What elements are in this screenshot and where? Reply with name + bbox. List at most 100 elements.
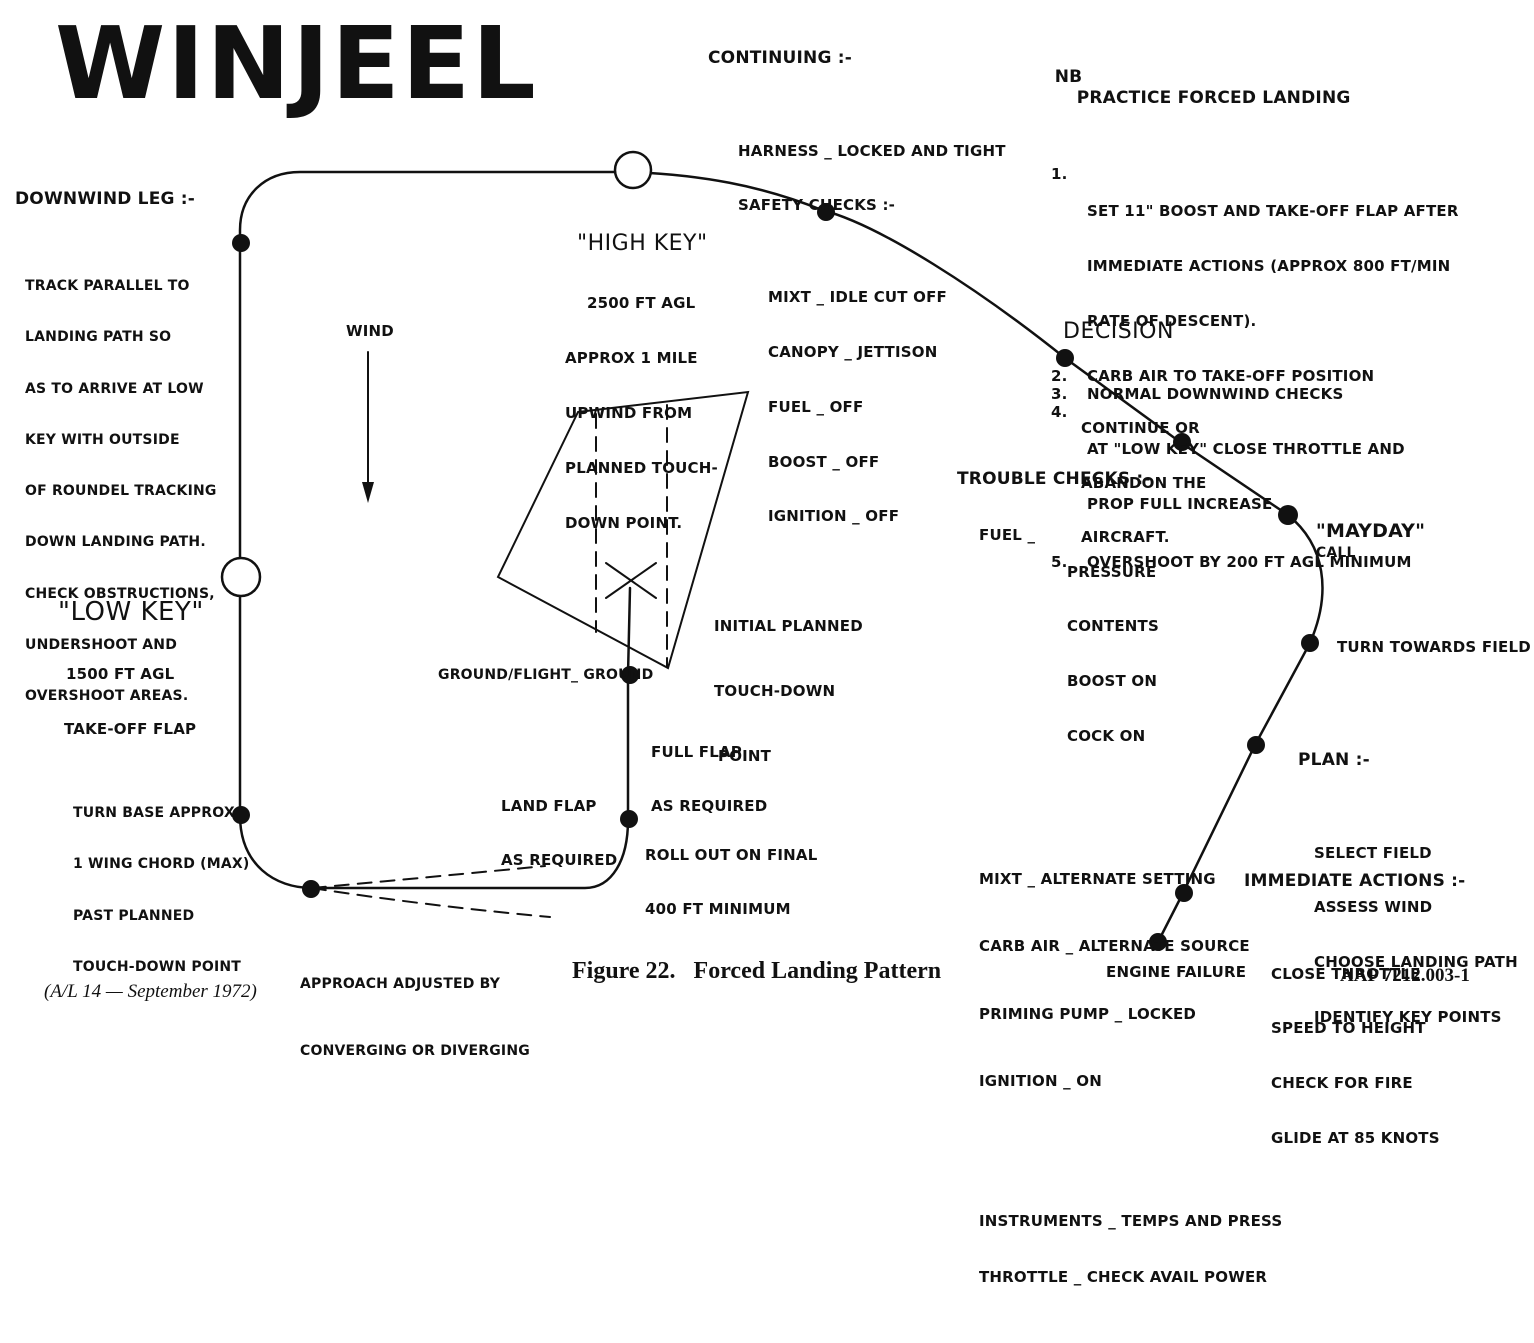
- checkpoint-dot: [232, 234, 250, 252]
- downwind-line: CHECK OBSTRUCTIONS,: [25, 585, 215, 602]
- plan-heading: PLAN :-: [1298, 749, 1370, 770]
- trouble-fuel-line: CONTENTS: [1067, 617, 1159, 636]
- approach-line: APPROACH ADJUSTED BY: [300, 975, 501, 992]
- page-title: WINJEEL: [55, 5, 538, 122]
- nb-item-line: NORMAL DOWNWIND CHECKS: [1087, 384, 1344, 403]
- trouble-line: THROTTLE _ CHECK AVAIL POWER: [979, 1268, 1268, 1287]
- turn-base-line: 1 WING CHORD (MAX): [73, 856, 250, 873]
- land-flap-block: LAND FLAP AS REQUIRED: [501, 760, 617, 888]
- downwind-line: TRACK PARALLEL TO: [25, 278, 190, 295]
- downwind-block: DOWNWIND LEG :- TRACK PARALLEL TO LANDIN…: [15, 155, 217, 756]
- checkpoint-dot: [1301, 634, 1319, 652]
- roll-out-line: 400 FT MINIMUM: [645, 900, 791, 919]
- trouble-fuel-line: PRESSURE: [1067, 562, 1157, 581]
- turn-base-block: TURN BASE APPROX 1 WING CHORD (MAX) PAST…: [73, 771, 249, 993]
- nb-label: NB: [1054, 66, 1083, 87]
- overshoot-arc: [311, 865, 546, 889]
- nb-item-num: 3.: [1051, 384, 1068, 403]
- downwind-line: LANDING PATH SO: [25, 329, 172, 346]
- trouble-fuel-label: FUEL _: [979, 525, 1036, 544]
- nb-item-line: PROP FULL INCREASE: [1087, 494, 1273, 513]
- land-flap-line: AS REQUIRED: [501, 851, 618, 870]
- plan-line: SELECT FIELD: [1314, 843, 1432, 862]
- immediate-actions-block: IMMEDIATE ACTIONS :- CLOSE THROTTLE SPEE…: [1244, 834, 1465, 1202]
- immediate-heading: IMMEDIATE ACTIONS :-: [1244, 870, 1466, 891]
- downwind-line: OVERSHOOT AREAS.: [25, 688, 189, 705]
- immediate-line: CHECK FOR FIRE: [1271, 1074, 1413, 1093]
- trouble-line: IGNITION _ ON: [979, 1072, 1102, 1091]
- trouble-line: INSTRUMENTS _ TEMPS AND PRESS: [979, 1211, 1283, 1230]
- continuing-line: SAFETY CHECKS :-: [738, 196, 896, 215]
- immediate-line: GLIDE AT 85 KNOTS: [1271, 1129, 1440, 1148]
- immediate-line: CLOSE THROTTLE: [1271, 964, 1421, 983]
- low-key-line: TAKE-OFF FLAP: [64, 719, 197, 738]
- checkpoint-dot: [302, 880, 320, 898]
- continuing-heading: CONTINUING :-: [708, 47, 852, 68]
- nb-item-line: OVERSHOOT BY 200 FT AGL MINIMUM: [1087, 553, 1412, 572]
- downwind-line: UNDERSHOOT AND: [25, 636, 178, 653]
- undershoot-line: [311, 887, 551, 918]
- roll-out-line: ROLL OUT ON FINAL: [645, 845, 818, 864]
- touchdown-cross-b: [605, 562, 657, 599]
- initial-touchdown-line: POINT: [718, 747, 772, 765]
- trouble-heading: TROUBLE CHECKS :-: [957, 468, 1151, 489]
- safety-line: IGNITION _ OFF: [768, 507, 900, 526]
- downwind-line: AS TO ARRIVE AT LOW: [25, 380, 204, 397]
- safety-line: BOOST _ OFF: [768, 452, 880, 471]
- mayday-suffix: CALL: [1315, 545, 1356, 562]
- checkpoint-dot: [1173, 433, 1191, 451]
- full-flap-line: AS REQUIRED: [651, 797, 768, 816]
- checkpoint-dots: [232, 203, 1319, 951]
- plan-line: CHOOSE LANDING PATH: [1314, 953, 1518, 972]
- nb-item-line: AT "LOW KEY" CLOSE THROTTLE AND: [1087, 439, 1405, 458]
- downwind-heading: DOWNWIND LEG :-: [15, 189, 196, 210]
- high-key-line: PLANNED TOUCH-: [565, 458, 718, 477]
- initial-touchdown-line: INITIAL PLANNED: [714, 616, 863, 635]
- mayday-label: "MAYDAY" CALL: [1305, 502, 1425, 563]
- roll-out-block: ROLL OUT ON FINAL 400 FT MINIMUM: [645, 809, 818, 937]
- full-flap-line: FULL FLAP: [651, 742, 742, 761]
- mayday-main: "MAYDAY": [1315, 520, 1426, 543]
- trouble-line: PRIMING PUMP _ LOCKED: [979, 1004, 1197, 1023]
- approach-line: CONVERGING OR DIVERGING: [300, 1042, 530, 1059]
- high-key-block: "HIGH KEY" 2500 FT AGL APPROX 1 MILE UPW…: [565, 194, 718, 550]
- downwind-line: KEY WITH OUTSIDE: [25, 431, 180, 448]
- checkpoint-dot: [621, 666, 639, 684]
- low-key-heading: "LOW KEY": [58, 596, 204, 627]
- decision-line: ABANDON THE: [1081, 473, 1207, 492]
- high-key-heading: "HIGH KEY": [577, 230, 708, 256]
- low-key-block: "LOW KEY" 1500 FT AGL TAKE-OFF FLAP: [58, 560, 204, 756]
- checkpoint-dot: [232, 806, 250, 824]
- checkpoint-dot: [1278, 505, 1298, 525]
- nb-block: NB PRACTICE FORCED LANDING 1. SET 11" BO…: [1033, 12, 1459, 590]
- downwind-line: DOWN LANDING PATH.: [25, 534, 206, 551]
- full-flap-block: FULL FLAP AS REQUIRED: [651, 706, 767, 834]
- initial-touchdown-line: TOUCH-DOWN: [714, 681, 836, 700]
- nb-item-num: 2.: [1051, 366, 1068, 385]
- turn-towards-field-label: TURN TOWARDS FIELD: [1337, 638, 1531, 656]
- turn-base-line: TOUCH-DOWN POINT: [73, 958, 242, 975]
- high-key-line: UPWIND FROM: [565, 403, 693, 422]
- checkpoint-dot: [817, 203, 835, 221]
- decision-line: AIRCRAFT.: [1081, 528, 1170, 547]
- safety-line: CANOPY _ JETTISON: [768, 342, 938, 361]
- low-key-line: 1500 FT AGL: [66, 664, 175, 683]
- forced-landing-diagram: [220, 150, 1324, 951]
- trouble-checks-block: TROUBLE CHECKS :- FUEL _ PRESSURE CONTEN…: [957, 432, 1282, 1343]
- ground-flight-label: GROUND/FLIGHT_ GROUND: [438, 667, 654, 683]
- nb-item-num: 1.: [1051, 165, 1068, 184]
- checkpoint-dot: [620, 810, 638, 828]
- turn-base-line: PAST PLANNED: [73, 907, 195, 924]
- engine-failure-label: ENGINE FAILURE: [1106, 963, 1247, 981]
- figure-caption: Figure 22. Forced Landing Pattern: [572, 958, 942, 984]
- turn-base-line: TURN BASE APPROX: [73, 805, 235, 822]
- land-flap-line: LAND FLAP: [501, 796, 597, 815]
- trouble-fuel-line: COCK ON: [1067, 727, 1146, 746]
- checkpoint-dot: [1247, 736, 1265, 754]
- low-key-roundel: [220, 556, 262, 598]
- trouble-line: CARB AIR _ ALTERNATE SOURCE: [979, 937, 1250, 956]
- checkpoint-dot: [1175, 884, 1193, 902]
- high-key-line: DOWN POINT.: [565, 513, 683, 532]
- safety-line: MIXT _ IDLE CUT OFF: [768, 287, 947, 306]
- nb-item-num: 5.: [1051, 553, 1068, 572]
